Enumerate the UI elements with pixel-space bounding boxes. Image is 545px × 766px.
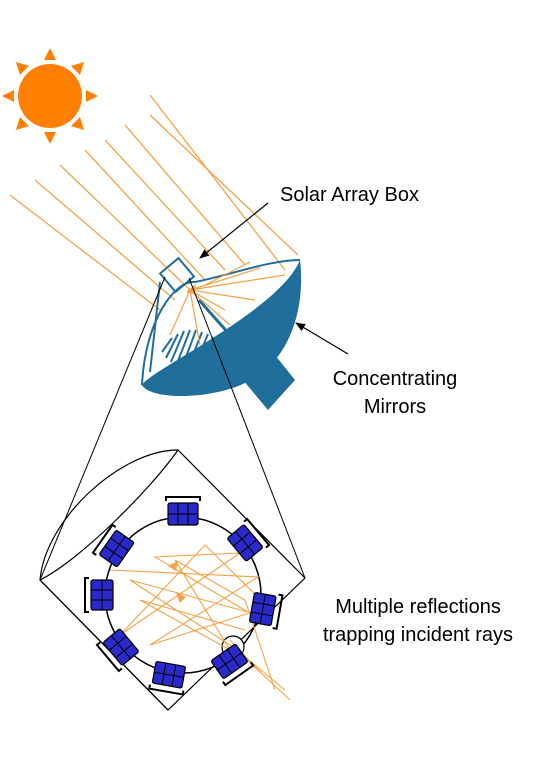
enlarged-array-box	[39, 449, 306, 711]
solar-array-box-pointer	[199, 202, 269, 259]
zoom-projection-lines	[39, 276, 306, 581]
solar-panel-icon	[95, 628, 139, 673]
sun-icon	[2, 48, 98, 144]
concentrator-dish-icon	[141, 259, 302, 410]
sun-ray	[59, 164, 191, 291]
multiple-reflections-label-line1: Multiple reflections	[335, 596, 501, 618]
solar-panel-icon	[211, 643, 255, 687]
solar-panel-icon	[249, 592, 284, 630]
concentrating-mirrors-label-line1: Concentrating	[333, 368, 458, 390]
sun-ray	[124, 124, 246, 266]
sun-ray	[104, 139, 226, 271]
solar-panels	[84, 496, 284, 696]
reflected-rays	[169, 261, 286, 346]
sun-ray	[84, 149, 206, 281]
concentrating-mirrors-pointer	[295, 322, 349, 355]
sun-ray	[9, 194, 161, 311]
solar-panel-icon	[165, 496, 201, 526]
concentrating-mirrors-label-line2: Mirrors	[364, 396, 426, 418]
multiple-reflections-label-line2: trapping incident rays	[323, 624, 513, 646]
incident-rays	[9, 94, 299, 311]
solar-array-box-label: Solar Array Box	[280, 184, 419, 206]
solar-panel-icon	[227, 517, 271, 562]
solar-panel-icon	[148, 661, 186, 696]
sun-ray	[149, 94, 286, 271]
sun-ray	[149, 114, 299, 256]
solar-panel-icon	[84, 577, 114, 613]
sun-ray	[34, 179, 176, 301]
solar-panel-icon	[91, 523, 135, 567]
